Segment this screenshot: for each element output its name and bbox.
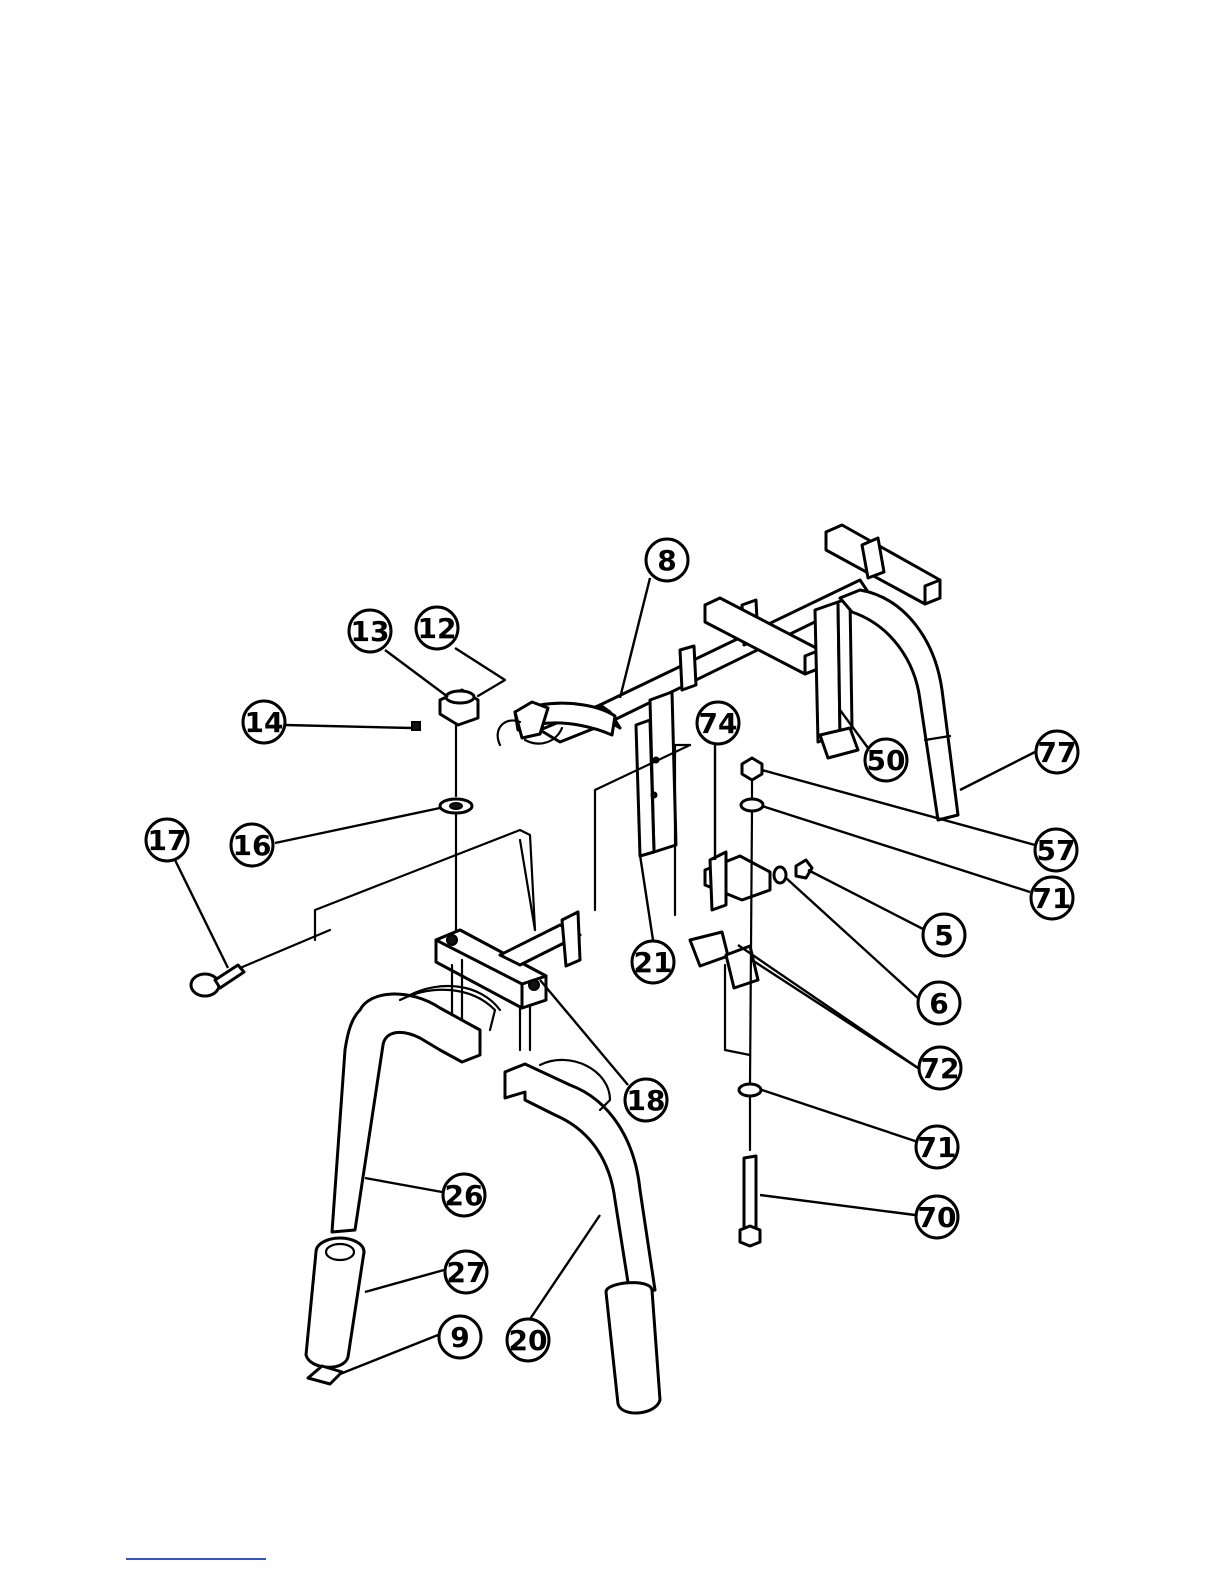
callout-5: 5	[923, 914, 965, 956]
svg-text:5: 5	[934, 919, 953, 952]
callout-6: 6	[918, 982, 960, 1024]
svg-text:72: 72	[921, 1052, 960, 1085]
svg-text:18: 18	[627, 1084, 666, 1117]
callout-18: 18	[625, 1079, 667, 1121]
callout-8: 8	[646, 539, 688, 581]
svg-text:13: 13	[351, 615, 390, 648]
svg-text:9: 9	[450, 1321, 469, 1354]
callout-13: 13	[349, 610, 391, 652]
svg-text:21: 21	[634, 946, 673, 979]
callout-70: 70	[916, 1196, 958, 1238]
svg-text:20: 20	[509, 1324, 548, 1357]
svg-text:16: 16	[233, 829, 272, 862]
callout-20: 20	[507, 1319, 549, 1361]
svg-text:77: 77	[1038, 736, 1077, 769]
svg-text:8: 8	[657, 544, 676, 577]
svg-text:12: 12	[418, 612, 457, 645]
svg-text:6: 6	[929, 987, 948, 1020]
callout-16: 16	[231, 824, 273, 866]
callout-50: 50	[865, 739, 907, 781]
svg-text:70: 70	[918, 1201, 957, 1234]
callout-77: 77	[1036, 731, 1078, 773]
callout-57: 57	[1035, 829, 1077, 871]
svg-text:71: 71	[1033, 882, 1072, 915]
callout-74: 74	[697, 702, 739, 744]
bottom-link-rule	[126, 1558, 266, 1560]
svg-text:74: 74	[699, 707, 738, 740]
svg-text:71: 71	[918, 1131, 957, 1164]
upright-post	[636, 692, 676, 856]
callout-17: 17	[146, 819, 188, 861]
svg-text:27: 27	[447, 1256, 486, 1289]
callout-26: 26	[443, 1174, 485, 1216]
callout-71-upper: 71	[1031, 877, 1073, 919]
leader-lines	[175, 578, 1035, 1374]
svg-text:26: 26	[445, 1179, 484, 1212]
callout-14: 14	[243, 701, 285, 743]
callout-12: 12	[416, 607, 458, 649]
svg-text:14: 14	[245, 706, 284, 739]
callout-21: 21	[632, 941, 674, 983]
callout-27: 27	[445, 1251, 487, 1293]
svg-text:17: 17	[148, 824, 187, 857]
callout-71-lower: 71	[916, 1126, 958, 1168]
pivot-head	[412, 680, 505, 935]
callout-72: 72	[919, 1047, 961, 1089]
svg-text:57: 57	[1037, 834, 1076, 867]
svg-text:50: 50	[867, 744, 906, 777]
callout-9: 9	[439, 1316, 481, 1358]
